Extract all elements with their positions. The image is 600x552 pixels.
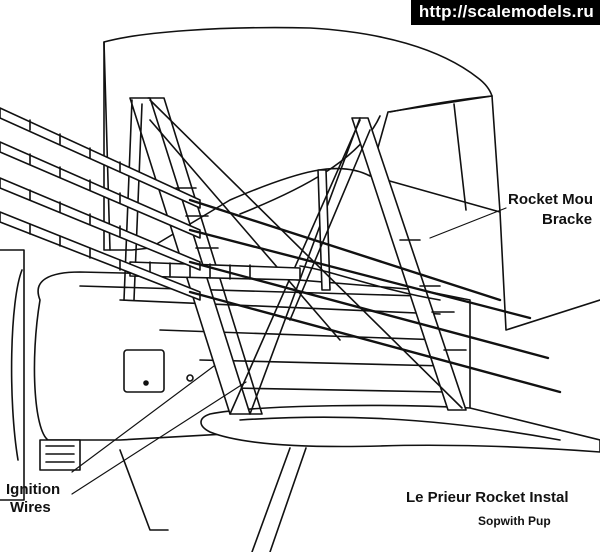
caption-title: Le Prieur Rocket Instal xyxy=(406,489,569,506)
cowl-rivet xyxy=(186,374,194,382)
fuselage-rib-4 xyxy=(229,387,447,393)
watermark-url: http://scalemodels.ru xyxy=(410,0,600,25)
ignition-leader-2 xyxy=(71,381,247,495)
bracing-wire-2 xyxy=(229,119,361,415)
rocket-4 xyxy=(0,211,562,394)
bracing-wire-4 xyxy=(289,129,371,321)
gun-cooling-ribs xyxy=(149,261,251,280)
ignition-leader-1 xyxy=(71,365,215,473)
panel-fastener xyxy=(143,380,149,386)
fuselage-rib-3 xyxy=(199,359,447,367)
wing-inner-edge xyxy=(103,41,111,251)
front-strut-right xyxy=(147,97,263,415)
cabane-strut xyxy=(317,169,331,291)
lower-wing-rib xyxy=(239,416,561,441)
caption-subtitle: Sopwith Pup xyxy=(478,514,551,528)
fuselage-deck-line xyxy=(79,285,421,297)
aileron-line xyxy=(453,103,467,211)
fuselage-rib-1 xyxy=(119,299,441,315)
cowling-front xyxy=(10,269,23,461)
ignition-label-line2: Wires xyxy=(10,499,51,516)
undercarriage-left xyxy=(119,449,169,531)
rocket-3 xyxy=(0,177,550,360)
upper-wing-panel xyxy=(103,26,493,251)
rear-strut-right xyxy=(249,117,361,415)
wing-trailing-curve xyxy=(389,95,493,113)
wing-right-panel xyxy=(371,175,600,331)
bracing-wire-1 xyxy=(149,99,463,409)
undercarriage-right xyxy=(251,447,307,552)
vent-slots xyxy=(39,439,81,471)
cowling-outline xyxy=(0,249,25,501)
rocket-2 xyxy=(0,141,532,320)
inspection-panel xyxy=(123,349,165,393)
fuselage xyxy=(33,271,471,441)
rocket-mount-label-line1: Rocket Mou xyxy=(508,191,594,208)
rocket-mount-leader xyxy=(429,207,507,239)
rocket-1 xyxy=(0,107,502,302)
rocket-mount-label-line2: Bracke xyxy=(542,211,593,228)
ignition-label-line1: Ignition xyxy=(6,481,61,498)
bracing-wire-3 xyxy=(149,119,341,341)
gun-mount xyxy=(299,265,441,301)
wing-right-edge xyxy=(491,95,501,213)
vent-slot-lines xyxy=(45,445,75,463)
rear-strut-left xyxy=(351,117,467,411)
